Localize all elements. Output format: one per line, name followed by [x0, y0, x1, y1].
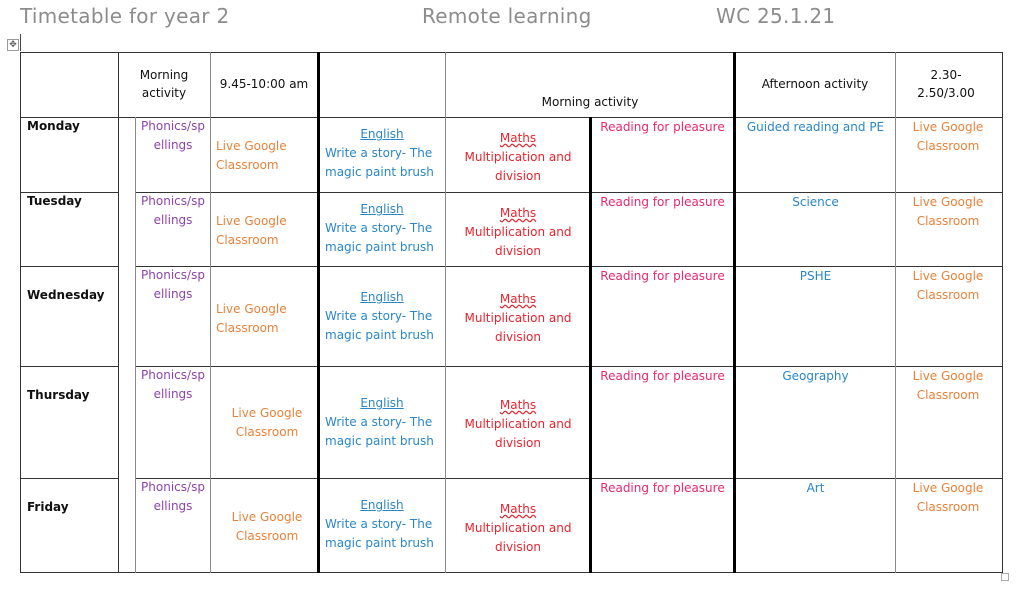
phonics-cell[interactable]: Phonics/spellings — [141, 194, 205, 227]
live-classroom-cell[interactable]: Live Google Classroom — [231, 406, 303, 439]
english-task: Write a story- The magic paint brush — [325, 146, 434, 179]
row-divider — [20, 192, 118, 193]
header-time-afternoon[interactable]: 2.30-2.50/3.00 — [917, 68, 975, 100]
col-divider — [118, 52, 119, 573]
afternoon-live-classroom-cell[interactable]: Live Google Classroom — [912, 269, 984, 302]
blank-cell[interactable] — [118, 366, 135, 478]
english-title: English — [360, 498, 404, 512]
header-time-morning[interactable]: 9.45-10:00 am — [219, 77, 309, 91]
phonics-cell[interactable]: Phonics/spellings — [141, 268, 205, 301]
live-classroom-cell[interactable]: Live Google Classroom — [231, 510, 303, 543]
header-morning-activity-2[interactable]: Morning activity — [541, 95, 639, 109]
day-label[interactable]: Wednesday — [27, 288, 105, 302]
maths-task: Multiplication and division — [464, 417, 572, 450]
col-divider — [210, 52, 211, 573]
table-border-right — [1002, 52, 1003, 573]
row-divider — [135, 366, 1002, 367]
row-divider — [20, 478, 118, 479]
maths-task: Multiplication and division — [464, 150, 572, 183]
reading-cell[interactable]: Reading for pleasure — [600, 481, 725, 495]
header-morning-activity[interactable]: Morning activity — [139, 68, 189, 100]
row-divider — [20, 266, 118, 267]
row-divider — [135, 478, 1002, 479]
week-commencing: WC 25.1.21 — [716, 4, 836, 28]
row-divider — [20, 117, 1002, 118]
row-divider — [20, 366, 118, 367]
end-of-row-marker — [1001, 573, 1009, 581]
afternoon-activity-cell[interactable]: PSHE — [799, 269, 832, 283]
move-arrows-icon[interactable]: ✥ — [7, 39, 19, 51]
reading-cell[interactable]: Reading for pleasure — [600, 369, 725, 383]
maths-task: Multiplication and division — [464, 521, 572, 554]
maths-title: Maths — [499, 292, 537, 306]
day-label[interactable]: Tuesday — [27, 194, 82, 208]
phonics-cell[interactable]: Phonics/spellings — [141, 480, 205, 513]
reading-cell[interactable]: Reading for pleasure — [600, 120, 725, 134]
afternoon-activity-cell[interactable]: Guided reading and PE — [746, 120, 885, 134]
document-subtitle: Remote learning — [422, 4, 592, 28]
english-task: Write a story- The magic paint brush — [325, 309, 434, 342]
english-title: English — [360, 290, 404, 304]
english-task: Write a story- The magic paint brush — [325, 415, 434, 448]
afternoon-live-classroom-cell[interactable]: Live Google Classroom — [912, 369, 984, 402]
maths-title: Maths — [499, 398, 537, 412]
english-task: Write a story- The magic paint brush — [325, 517, 434, 550]
maths-task: Multiplication and division — [464, 311, 572, 344]
live-classroom-cell[interactable]: Live Google Classroom — [216, 302, 287, 335]
day-label[interactable]: Thursday — [27, 388, 90, 402]
day-label[interactable]: Monday — [27, 119, 80, 133]
header-english[interactable] — [318, 52, 445, 117]
table-border-bottom — [20, 572, 1002, 573]
col-divider-thick — [733, 52, 736, 573]
blank-cell[interactable] — [118, 192, 135, 266]
col-divider — [895, 52, 896, 573]
english-task: Write a story- The magic paint brush — [325, 221, 434, 254]
afternoon-live-classroom-cell[interactable]: Live Google Classroom — [912, 195, 984, 228]
afternoon-activity-cell[interactable]: Art — [806, 481, 825, 495]
afternoon-live-classroom-cell[interactable]: Live Google Classroom — [912, 481, 984, 514]
afternoon-activity-cell[interactable]: Science — [792, 195, 839, 209]
table-border-left — [20, 52, 21, 573]
english-title: English — [360, 127, 404, 141]
table-border-top — [20, 52, 1002, 53]
row-divider — [135, 266, 1002, 267]
phonics-cell[interactable]: Phonics/spellings — [141, 368, 205, 401]
col-divider — [445, 52, 446, 573]
blank-cell[interactable] — [118, 117, 135, 192]
blank-cell[interactable] — [118, 266, 135, 366]
afternoon-activity-cell[interactable]: Geography — [782, 369, 849, 383]
row-divider — [135, 192, 1002, 193]
live-classroom-cell[interactable]: Live Google Classroom — [216, 139, 287, 172]
reading-cell[interactable]: Reading for pleasure — [600, 269, 725, 283]
live-classroom-cell[interactable]: Live Google Classroom — [216, 214, 287, 247]
header-afternoon-activity[interactable]: Afternoon activity — [761, 77, 869, 91]
english-title: English — [360, 396, 404, 410]
text-cursor — [20, 34, 21, 51]
maths-title: Maths — [499, 206, 537, 220]
afternoon-live-classroom-cell[interactable]: Live Google Classroom — [912, 120, 984, 153]
reading-cell[interactable]: Reading for pleasure — [600, 195, 725, 209]
maths-task: Multiplication and division — [464, 225, 572, 258]
phonics-cell[interactable]: Phonics/spellings — [141, 119, 205, 152]
header-day[interactable] — [20, 52, 118, 117]
col-divider-thick — [589, 117, 592, 573]
blank-cell[interactable] — [118, 478, 135, 572]
document-title: Timetable for year 2 — [20, 4, 230, 28]
col-divider-thick — [317, 52, 320, 573]
col-divider — [135, 117, 136, 573]
maths-title: Maths — [499, 502, 537, 516]
day-label[interactable]: Friday — [27, 500, 69, 514]
english-title: English — [360, 202, 404, 216]
maths-title: Maths — [499, 131, 537, 145]
